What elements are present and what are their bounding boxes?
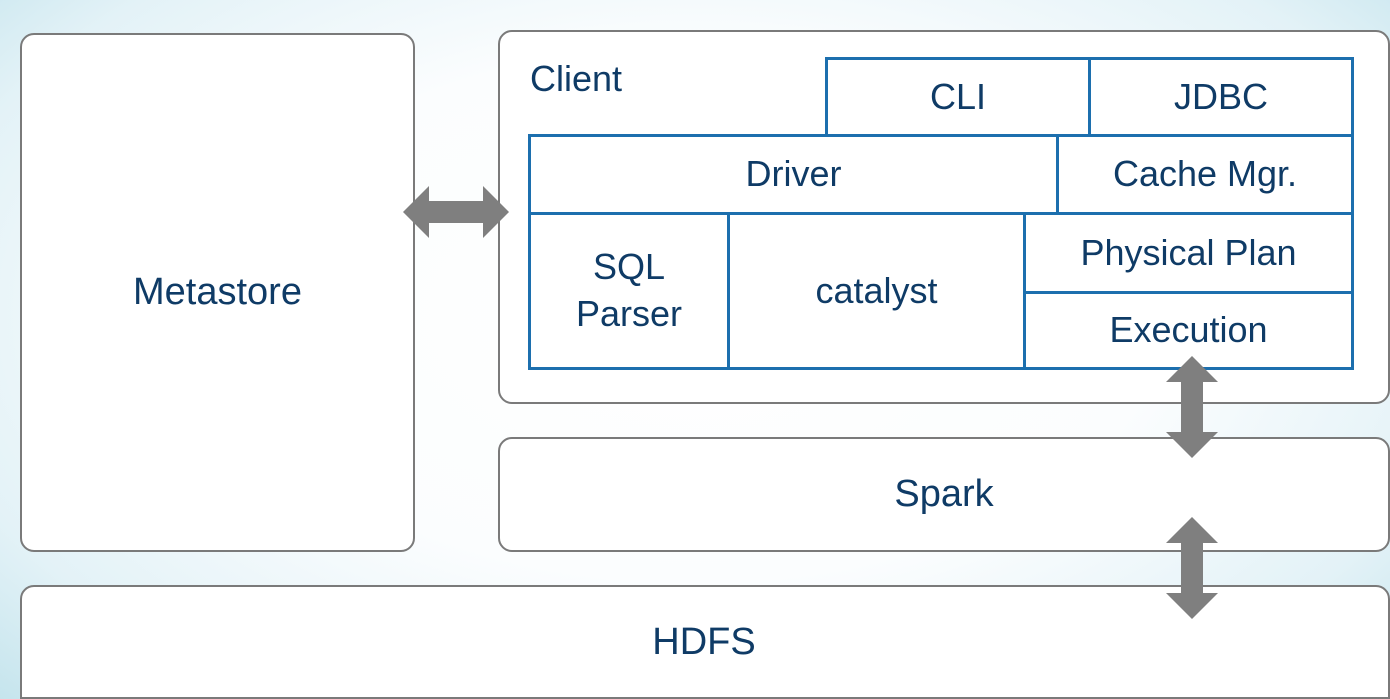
- execution-component: Execution: [1023, 291, 1354, 370]
- client-spark-arrow-icon: [1166, 356, 1218, 458]
- cache-mgr-component: Cache Mgr.: [1056, 134, 1354, 215]
- metastore-client-arrow-icon: [403, 186, 509, 238]
- cache-mgr-label: Cache Mgr.: [1112, 153, 1298, 195]
- jdbc-label: JDBC: [1173, 75, 1268, 117]
- driver-component: Driver: [528, 134, 1059, 215]
- sql-parser-component: SQL Parser: [528, 212, 730, 370]
- cli-component: CLI: [825, 57, 1091, 137]
- sql-parser-label-line2: Parser: [575, 293, 683, 334]
- spark-block: Spark: [498, 437, 1390, 552]
- jdbc-component: JDBC: [1088, 57, 1354, 137]
- physical-plan-label: Physical Plan: [1080, 231, 1297, 273]
- execution-label: Execution: [1109, 309, 1268, 351]
- metastore-block: Metastore: [20, 33, 415, 552]
- spark-label: Spark: [894, 473, 994, 515]
- hdfs-block: HDFS: [20, 585, 1390, 699]
- spark-hdfs-arrow-icon: [1166, 517, 1218, 619]
- cli-label: CLI: [929, 75, 987, 117]
- driver-label: Driver: [745, 153, 842, 195]
- hdfs-label: HDFS: [652, 620, 756, 663]
- physical-plan-component: Physical Plan: [1023, 212, 1354, 294]
- catalyst-label: catalyst: [815, 269, 938, 311]
- client-label: Client: [530, 58, 623, 99]
- catalyst-component: catalyst: [727, 212, 1026, 370]
- metastore-label: Metastore: [133, 271, 302, 313]
- sql-parser-label-line1: SQL: [592, 246, 666, 288]
